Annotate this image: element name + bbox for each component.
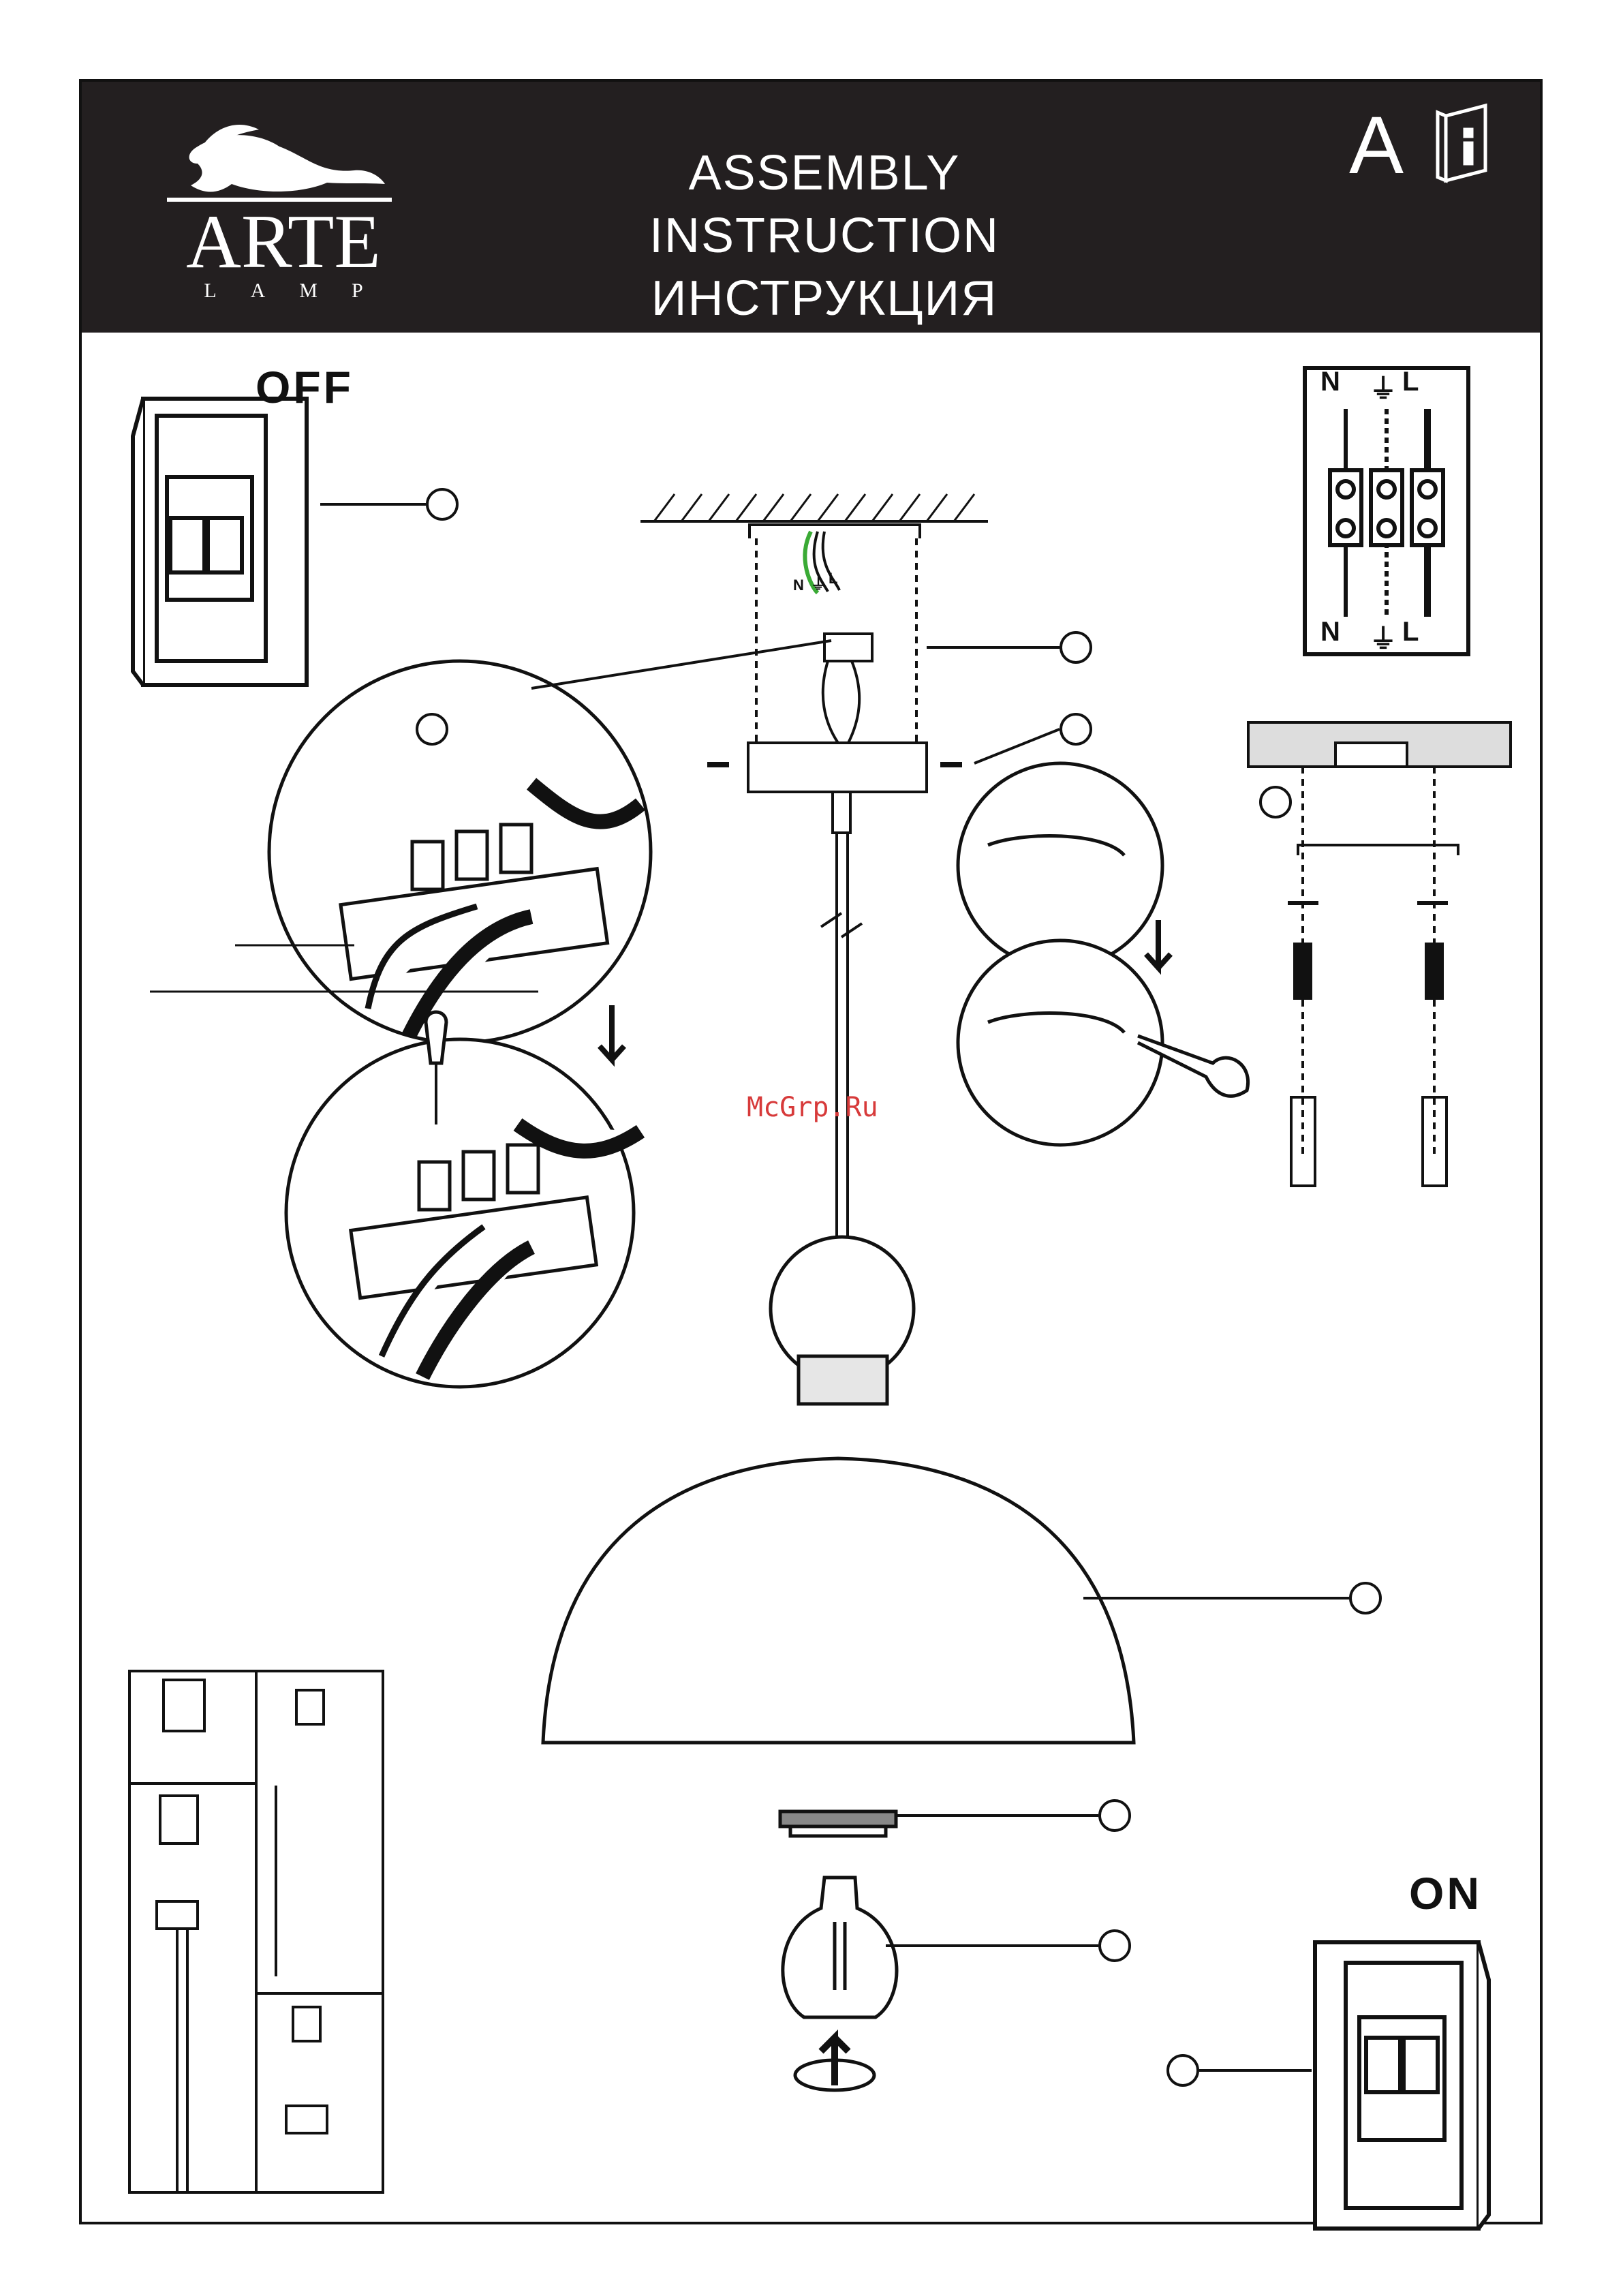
switch-box-off <box>133 399 307 685</box>
switch-off-label: OFF <box>256 361 354 413</box>
callout-terminal <box>1060 631 1092 664</box>
callout-bulb <box>1098 1929 1131 1962</box>
terminal-bottom-l: L <box>1402 617 1419 647</box>
callout-canopy-screw <box>1060 713 1092 746</box>
wire-label-l: L <box>829 570 837 587</box>
section-letter: A <box>1349 101 1404 189</box>
watermark-text: McGrp.Ru <box>747 1092 878 1123</box>
ring-nut <box>780 1811 896 1836</box>
terminal-bottom-earth: ⏚ <box>1370 617 1397 656</box>
callout-switch-on <box>1166 2054 1199 2087</box>
lamp-socket <box>771 1237 914 1404</box>
callout-ceiling-mount <box>1259 786 1292 818</box>
light-bulb <box>783 1878 897 2017</box>
terminal-block-diagram <box>1305 368 1468 654</box>
title-english: ASSEMBLY INSTRUCTION <box>518 142 1131 267</box>
lamp-shade <box>543 1458 1134 1743</box>
brand-subtitle: LAMP <box>161 279 406 303</box>
cable-adjust-panel <box>129 1671 383 2192</box>
terminal-top-earth: ⏚ <box>1370 367 1397 406</box>
terminal-bottom-n: N <box>1320 617 1340 647</box>
title-russian: ИНСТРУКЦИЯ <box>518 267 1131 330</box>
switch-box-on <box>1315 1942 1489 2229</box>
info-book-icon <box>1438 106 1485 181</box>
brand-logo: ARTE <box>161 204 406 279</box>
wire-label-earth: ⏚ <box>811 572 826 594</box>
callout-switch-off <box>426 488 459 521</box>
page-title: ASSEMBLY INSTRUCTION ИНСТРУКЦИЯ <box>518 142 1131 330</box>
wire-label-n: N <box>793 577 804 594</box>
zoom-detail-bottom <box>286 1012 640 1387</box>
terminal-top-n: N <box>1320 367 1340 397</box>
terminal-top-l: L <box>1402 367 1419 397</box>
lion-logo-icon <box>167 125 392 202</box>
switch-on-label: ON <box>1409 1867 1482 1919</box>
callout-zoom-wiring <box>416 713 448 746</box>
callout-ring-nut <box>1098 1799 1131 1832</box>
zoom-detail-top <box>269 661 651 1043</box>
canopy-screw-detail <box>958 763 1248 1145</box>
callout-shade <box>1349 1582 1382 1614</box>
